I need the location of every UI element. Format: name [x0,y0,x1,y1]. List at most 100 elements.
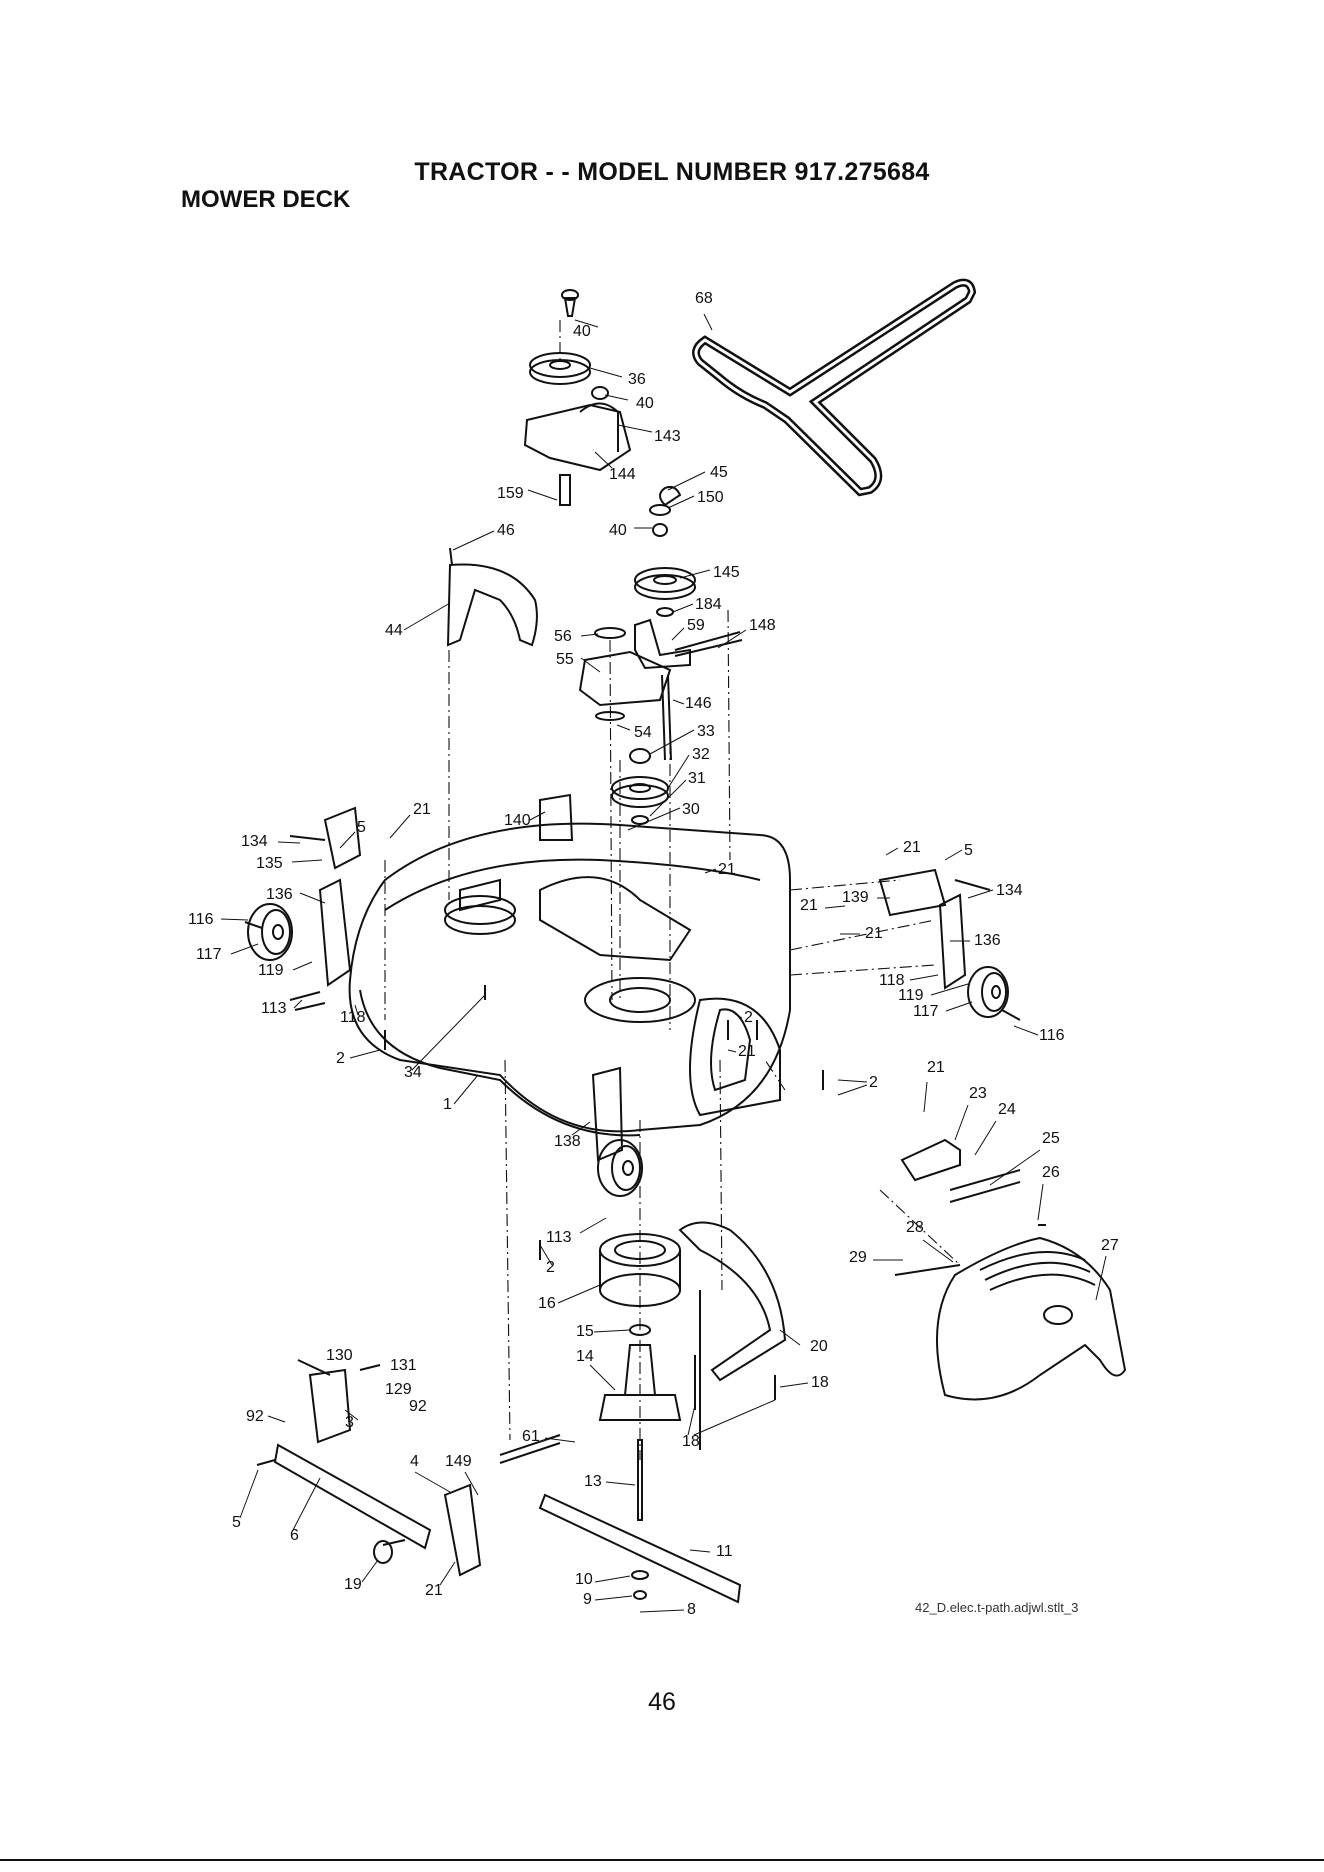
discharge-bracket-and-spring [900,1138,1046,1226]
callout-116: 116 [1039,1027,1065,1044]
callout-21: 21 [425,1582,443,1599]
callout-21: 21 [865,925,883,942]
callout-5: 5 [232,1514,241,1531]
callout-159: 159 [497,485,524,502]
callout-117: 117 [196,946,222,963]
callout-33: 33 [697,723,715,740]
callout-21: 21 [738,1043,756,1060]
callout-40: 40 [573,323,591,340]
callout-15: 15 [576,1323,594,1340]
callout-3: 3 [345,1414,354,1431]
bottom-rule [0,1859,1324,1861]
callout-8: 8 [687,1601,696,1618]
callout-119: 119 [898,987,924,1004]
callout-5: 5 [357,819,366,836]
deck-support-arm [678,1221,787,1450]
callout-14: 14 [576,1348,594,1365]
callout-146: 146 [685,695,712,712]
callout-44: 44 [385,622,403,639]
callout-136: 136 [266,886,293,903]
discharge-chute [894,1236,1127,1401]
right-gauge-wheel-assembly [878,868,1021,1021]
leader-lines [220,313,1107,1613]
callout-40: 40 [636,395,654,412]
callout-118: 118 [879,972,905,989]
callout-18: 18 [811,1374,829,1391]
callout-45: 45 [710,464,728,481]
callout-31: 31 [688,770,706,787]
callout-92: 92 [409,1398,427,1415]
belt-guard [446,547,538,647]
left-gauge-wheel-assembly [244,806,362,1011]
callout-1: 1 [443,1096,452,1113]
callout-118: 118 [340,1009,366,1026]
callout-13: 13 [584,1473,602,1490]
callout-32: 32 [692,746,710,763]
callout-28: 28 [906,1219,924,1236]
page-title: TRACTOR - - MODEL NUMBER 917.275684 [414,158,930,186]
callout-29: 29 [849,1249,867,1266]
callout-143: 143 [654,428,681,445]
callout-27: 27 [1101,1237,1119,1254]
deck-fasteners [384,985,824,1410]
callout-145: 145 [713,564,740,581]
callout-134: 134 [241,833,268,850]
alignment-lines [384,320,961,1460]
callout-136: 136 [974,932,1001,949]
callout-59: 59 [687,617,705,634]
section-title: MOWER DECK [181,186,351,213]
callout-117: 117 [913,1003,939,1020]
callout-16: 16 [538,1295,556,1312]
callout-36: 36 [628,371,646,388]
callout-138: 138 [554,1133,581,1150]
callout-6: 6 [290,1527,299,1544]
callout-113: 113 [261,1000,287,1017]
callout-21: 21 [903,839,921,856]
callout-55: 55 [556,651,574,668]
callout-149: 149 [445,1453,472,1470]
top-idler-pulley-assembly [523,289,632,506]
callout-26: 26 [1042,1164,1060,1181]
callout-129: 129 [385,1381,412,1398]
mower-deck-housing [348,793,791,1137]
callout-56: 56 [554,628,572,645]
center-pulley-stack [578,485,743,825]
callout-30: 30 [682,801,700,818]
callout-10: 10 [575,1571,593,1588]
callout-139: 139 [842,889,869,906]
callout-5: 5 [964,842,973,859]
callout-25: 25 [1042,1130,1060,1147]
callout-2: 2 [744,1009,753,1026]
callout-148: 148 [749,617,776,634]
callout-130: 130 [326,1347,353,1364]
callout-19: 19 [344,1576,362,1593]
callout-18: 18 [682,1433,700,1450]
callout-116: 116 [188,911,214,928]
callout-184: 184 [695,596,722,613]
callout-134: 134 [996,882,1023,899]
drive-belt [692,278,977,497]
image-reference-code: 42_D.elec.t-path.adjwl.stlt_3 [915,1600,1079,1615]
callout-2: 2 [336,1050,345,1067]
callout-144: 144 [609,466,636,483]
callout-21: 21 [800,897,818,914]
callout-135: 135 [256,855,283,872]
lift-link-assembly [256,1359,561,1577]
callout-54: 54 [634,724,652,741]
callout-24: 24 [998,1101,1016,1118]
callout-131: 131 [390,1357,417,1374]
page-number: 46 [648,1688,676,1716]
callout-61: 61 [522,1428,540,1445]
callout-21: 21 [413,801,431,818]
callout-68: 68 [695,290,713,307]
callout-20: 20 [810,1338,828,1355]
callout-11: 11 [716,1543,733,1560]
callout-150: 150 [697,489,724,506]
callout-46: 46 [497,522,515,539]
callout-119: 119 [258,962,284,979]
callout-140: 140 [504,812,531,829]
callout-2: 2 [546,1259,555,1276]
callout-9: 9 [583,1591,592,1608]
